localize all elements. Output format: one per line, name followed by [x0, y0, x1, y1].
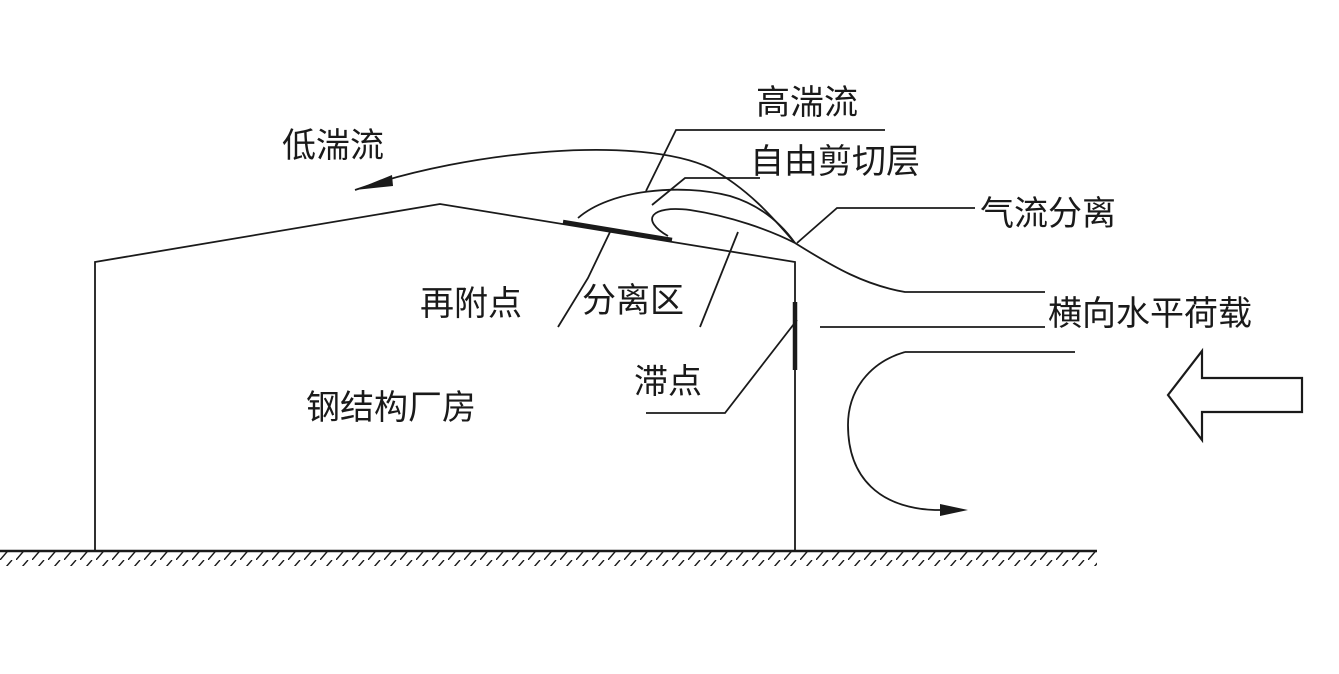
label-lateral-horizontal-load: 横向水平荷载 — [1048, 294, 1252, 334]
leader-flow-separation — [796, 207, 975, 244]
leader-free-shear-layer — [651, 177, 760, 206]
recirculation-flow — [847, 351, 958, 511]
roof-reattachment-segment — [562, 219, 673, 243]
leader-high-turbulence — [645, 129, 885, 192]
leader-separation-zone — [699, 231, 739, 328]
label-reattachment-point: 再附点 — [420, 284, 522, 324]
separated-flow-to-right — [794, 242, 1045, 293]
label-steel-factory: 钢结构厂房 — [306, 388, 476, 428]
label-stagnation-point: 滞点 — [634, 362, 702, 402]
wind-load-arrow — [1166, 347, 1304, 444]
label-free-shear-layer: 自由剪切层 — [750, 142, 920, 182]
shear-layer-outer — [577, 188, 796, 244]
leader-stagnation — [646, 319, 798, 414]
recirculation-arrow — [940, 504, 968, 516]
label-low-turbulence: 低湍流 — [282, 126, 384, 166]
label-flow-separation: 气流分离 — [980, 194, 1116, 234]
leader-reattachment — [557, 231, 611, 328]
low-turbulence-flow — [354, 149, 796, 244]
label-high-turbulence: 高湍流 — [756, 83, 858, 123]
label-separation-zone: 分离区 — [582, 281, 684, 321]
low-turbulence-arrow — [355, 175, 393, 190]
ground — [0, 549, 1097, 566]
separation-inner-loop — [651, 208, 796, 244]
